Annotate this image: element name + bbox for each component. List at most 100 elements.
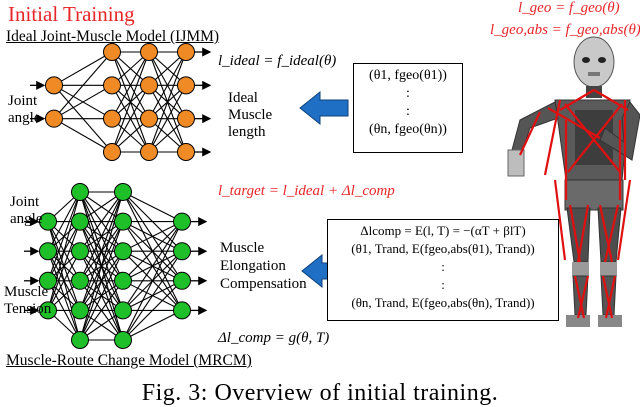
target-equation: l_target = l_ideal + Δl_comp	[218, 183, 395, 199]
mrcm-input-label-3: Muscle	[4, 284, 49, 300]
ijmm-node-layer-1	[45, 76, 63, 95]
mrcm-node-layer-2	[71, 183, 89, 201]
mrcm-node-layer-3	[114, 212, 132, 231]
mrcm-input-label-4: Tension	[4, 301, 52, 317]
mrcm-connection	[122, 221, 183, 282]
mrcm-connection	[79, 221, 124, 341]
ijmm-equation: l_ideal = f_ideal(θ)	[218, 53, 337, 69]
mrcm-connection	[122, 221, 183, 252]
ijmm-training-arrow	[299, 90, 349, 126]
mrcm-connection	[79, 191, 124, 282]
mrcm-node-layer-2	[71, 301, 89, 320]
mrcm-node-layer-3	[114, 331, 132, 349]
geo-equation-2: l_geo,abs = f_geo,abs(θ)	[490, 22, 640, 38]
mrcm-node-layer-1	[39, 301, 57, 320]
mrcm-output-label-2: Elongation	[220, 258, 286, 274]
mrcm-connection	[47, 191, 81, 252]
ijmm-node-layer-4	[177, 143, 195, 161]
mrcm-node-layer-2	[71, 212, 89, 231]
mrcm-data-row-5: (θn, Trand, E(fgeo,abs(θn), Trand))	[351, 295, 535, 310]
ijmm-node-layer-2	[103, 143, 121, 161]
ijmm-connection	[148, 85, 187, 153]
ijmm-node-layer-4	[177, 76, 195, 95]
ijmm-node-layer-1	[45, 109, 63, 128]
ijmm-connection	[111, 51, 150, 119]
ijmm-node-layer-3	[140, 76, 158, 95]
ijmm-connection	[53, 51, 113, 86]
mrcm-data-row-1: Δlcomp = E(l, T) = −(αT + βlT)	[360, 223, 526, 238]
mrcm-connection	[122, 221, 183, 311]
musculoskeletal-robot-image	[507, 36, 640, 327]
mrcm-connection	[79, 191, 124, 252]
mrcm-connection	[122, 280, 183, 341]
mrcm-model-label: Muscle-Route Change Model (MRCM)	[6, 352, 252, 369]
mrcm-connection	[79, 191, 124, 311]
ijmm-node-layer-2	[103, 43, 121, 61]
mrcm-node-layer-3	[114, 242, 132, 261]
ijmm-node-layer-3	[140, 143, 158, 161]
mrcm-equation: Δl_comp = g(θ, T)	[218, 330, 330, 346]
ijmm-connection	[53, 118, 113, 153]
mrcm-node-layer-4	[173, 271, 191, 290]
mrcm-node-layer-1	[39, 271, 57, 290]
ijmm-input-label-1: Joint	[8, 93, 38, 109]
ijmm-output-label-2: Muscle	[228, 107, 273, 123]
mrcm-network	[24, 183, 208, 349]
ijmm-connection	[53, 51, 113, 120]
mrcm-node-layer-3	[114, 183, 132, 201]
mrcm-connection	[47, 250, 81, 311]
mrcm-training-data-box: Δlcomp = E(l, T) = −(αT + βlT) (θ1, Tran…	[327, 219, 559, 321]
mrcm-connection	[122, 191, 183, 223]
mrcm-connection	[79, 280, 124, 341]
ijmm-connection	[111, 51, 150, 153]
mrcm-connection	[47, 191, 81, 311]
mrcm-node-layer-2	[71, 242, 89, 261]
mrcm-connection	[122, 250, 183, 341]
mrcm-node-layer-4	[173, 242, 191, 261]
mrcm-node-layer-1	[39, 212, 57, 231]
diagram-title: Initial Training	[8, 2, 135, 26]
ijmm-output-label-3: length	[228, 124, 266, 140]
mrcm-input-label-2: angle	[10, 211, 43, 227]
mrcm-input-label-1: Joint	[10, 194, 40, 210]
ijmm-data-row-2: :	[406, 86, 410, 101]
ijmm-connection	[53, 84, 113, 120]
ijmm-model-label: Ideal Joint-Muscle Model (IJMM)	[6, 28, 220, 45]
ijmm-input-label-2: angle	[8, 110, 41, 126]
mrcm-node-layer-4	[173, 301, 191, 320]
ijmm-node-layer-2	[103, 76, 121, 95]
mrcm-connection	[122, 221, 183, 341]
mrcm-data-row-4: :	[441, 277, 445, 292]
mrcm-node-layer-4	[173, 212, 191, 231]
mrcm-node-layer-3	[114, 271, 132, 290]
ijmm-node-layer-3	[140, 43, 158, 61]
mrcm-node-layer-2	[71, 331, 89, 349]
ijmm-node-layer-4	[177, 109, 195, 128]
mrcm-output-label-3: Compensation	[220, 276, 307, 292]
ijmm-node-layer-2	[103, 109, 121, 128]
ijmm-training-data-box: (θ1, fgeo(θ1)) : : (θn, fgeo(θn))	[353, 63, 463, 153]
ijmm-node-layer-3	[140, 109, 158, 128]
ijmm-network	[30, 43, 212, 161]
geo-equation-1: l_geo = f_geo(θ)	[518, 0, 620, 16]
mrcm-node-layer-2	[71, 271, 89, 290]
mrcm-data-row-2: (θ1, Trand, E(fgeo,abs(θ1), Trand))	[351, 241, 535, 256]
ijmm-connection	[148, 51, 187, 119]
mrcm-connection	[47, 191, 81, 281]
mrcm-output-label-1: Muscle	[220, 240, 265, 256]
mrcm-connection	[79, 250, 124, 341]
mrcm-data-row-3: :	[441, 259, 445, 274]
mrcm-node-layer-1	[39, 242, 57, 261]
ijmm-data-row-3: :	[406, 104, 410, 119]
ijmm-connection	[148, 51, 187, 153]
ijmm-node-layer-4	[177, 43, 195, 61]
mrcm-connection	[122, 309, 183, 341]
ijmm-connection	[111, 85, 150, 153]
figure-caption: Fig. 3: Overview of initial training.	[141, 380, 499, 406]
ijmm-data-row-4: (θn, fgeo(θn))	[369, 122, 447, 137]
ijmm-data-row-1: (θ1, fgeo(θ1))	[369, 68, 447, 83]
mrcm-connection	[47, 221, 81, 311]
mrcm-node-layer-3	[114, 301, 132, 320]
ijmm-output-label-1: Ideal	[228, 90, 258, 106]
